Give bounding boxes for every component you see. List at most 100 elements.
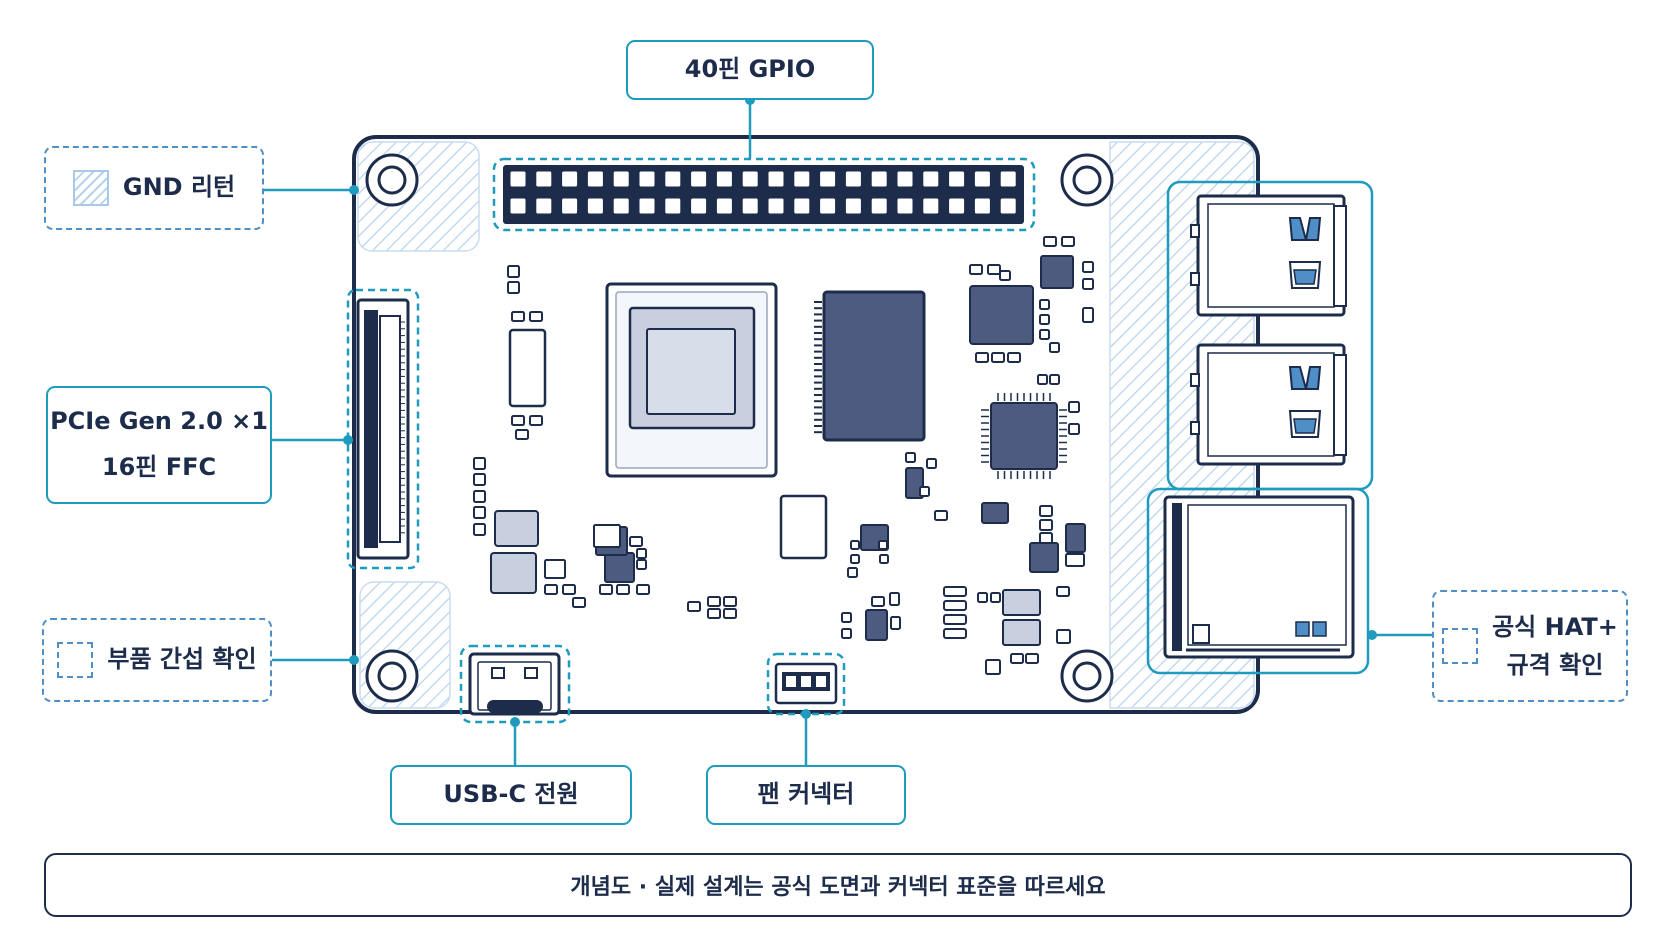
gpio-pin bbox=[896, 170, 914, 188]
gpio-pin bbox=[999, 170, 1017, 188]
hat-label-group: 공식 HAT+ 규격 확인 bbox=[1492, 608, 1618, 685]
passive bbox=[544, 559, 566, 579]
ram-chip bbox=[814, 290, 926, 442]
gpio-header-body bbox=[503, 165, 1024, 224]
passive bbox=[987, 264, 1001, 275]
passive bbox=[841, 612, 852, 623]
passive bbox=[473, 523, 486, 536]
crystal bbox=[508, 328, 547, 408]
gpio-pin bbox=[793, 170, 811, 188]
small-chip-e bbox=[1065, 523, 1086, 553]
passive bbox=[515, 429, 529, 440]
hat-label-line1: 공식 HAT+ bbox=[1492, 612, 1618, 641]
coil-array bbox=[943, 586, 967, 639]
passive bbox=[1082, 307, 1094, 323]
gpio-pin bbox=[715, 170, 733, 188]
passive bbox=[572, 597, 586, 608]
gpio-pin bbox=[948, 197, 966, 215]
gpio-pin bbox=[509, 170, 527, 188]
small-chip-b bbox=[905, 467, 924, 499]
passive bbox=[1025, 653, 1039, 664]
usbc-callout: USB-C 전원 bbox=[390, 765, 632, 825]
usb-a-port-bottom bbox=[1190, 343, 1347, 466]
gnd-label: GND 리턴 bbox=[122, 173, 236, 202]
gpio-pin bbox=[870, 197, 888, 215]
passive bbox=[975, 352, 989, 363]
passive bbox=[544, 584, 558, 595]
blank-pad bbox=[779, 494, 828, 560]
passive bbox=[636, 584, 650, 595]
passive bbox=[511, 311, 525, 322]
gpio-pin bbox=[767, 197, 785, 215]
pcie-label-line1: PCIe Gen 2.0 ×1 bbox=[50, 407, 268, 436]
passive bbox=[636, 559, 647, 570]
passive bbox=[1039, 329, 1050, 340]
fan-label: 팬 커넥터 bbox=[757, 780, 855, 809]
passive bbox=[629, 536, 643, 547]
clearance-callout: 부품 간섭 확인 bbox=[42, 618, 272, 702]
pmic-chip bbox=[604, 552, 635, 583]
gpio-pin bbox=[638, 170, 656, 188]
passive bbox=[934, 510, 948, 521]
passive bbox=[1049, 342, 1060, 353]
passive bbox=[1007, 352, 1021, 363]
dashed-legend-swatch-hat bbox=[1442, 628, 1479, 664]
passive bbox=[616, 584, 630, 595]
gpio-pin bbox=[690, 197, 708, 215]
gpio-pin bbox=[819, 170, 837, 188]
fan-connector bbox=[774, 662, 838, 705]
passive bbox=[511, 415, 525, 426]
passive bbox=[1068, 423, 1080, 435]
passive bbox=[871, 596, 885, 607]
gnd-callout: GND 리턴 bbox=[44, 146, 264, 230]
passive bbox=[905, 452, 916, 463]
passive bbox=[507, 265, 520, 278]
passive bbox=[723, 596, 737, 607]
pcie-ffc-connector bbox=[356, 298, 410, 560]
disclaimer-text: 개념도 · 실제 설계는 공식 도면과 커넥터 표준을 따르세요 bbox=[570, 875, 1106, 900]
passive bbox=[1061, 236, 1075, 247]
small-chip-d bbox=[1029, 542, 1059, 573]
passive-components bbox=[473, 236, 1094, 675]
gpio-pin bbox=[664, 197, 682, 215]
gpio-label: 40핀 GPIO bbox=[684, 55, 816, 84]
gpio-pin bbox=[535, 170, 553, 188]
mounting-hole-top-left bbox=[365, 153, 419, 207]
gpio-pin bbox=[999, 197, 1017, 215]
small-chip-f bbox=[865, 609, 888, 641]
gpio-pin bbox=[612, 197, 630, 215]
passive bbox=[1039, 314, 1050, 325]
fan-callout: 팬 커넥터 bbox=[706, 765, 906, 825]
gpio-pin bbox=[844, 170, 862, 188]
gpio-pin bbox=[844, 197, 862, 215]
usb-a-port-top bbox=[1190, 194, 1347, 317]
passive bbox=[841, 628, 852, 639]
passive bbox=[919, 486, 930, 497]
inductor-stack bbox=[1002, 589, 1041, 646]
passive bbox=[1037, 374, 1048, 385]
hat-label-line2: 규격 확인 bbox=[1506, 651, 1604, 679]
regulator-chip bbox=[1040, 255, 1074, 289]
gpio-pin bbox=[973, 197, 991, 215]
ethernet-highlight bbox=[1146, 487, 1370, 675]
passive bbox=[985, 659, 1001, 675]
gpio-pin bbox=[741, 170, 759, 188]
mounting-hole-bottom-left bbox=[365, 649, 419, 703]
passive bbox=[687, 601, 701, 612]
gpio-pin bbox=[690, 170, 708, 188]
usb-c-port bbox=[468, 652, 561, 716]
passive bbox=[1039, 505, 1053, 517]
passive bbox=[473, 490, 486, 503]
passive bbox=[473, 506, 486, 519]
gpio-pin bbox=[561, 197, 579, 215]
gpio-pin bbox=[612, 170, 630, 188]
gpio-pin bbox=[586, 170, 604, 188]
controller-chip-1 bbox=[969, 285, 1034, 345]
gpio-pin bbox=[793, 197, 811, 215]
passive bbox=[926, 458, 937, 469]
passive bbox=[473, 457, 486, 470]
gpio-pin bbox=[638, 197, 656, 215]
passive bbox=[878, 540, 888, 550]
